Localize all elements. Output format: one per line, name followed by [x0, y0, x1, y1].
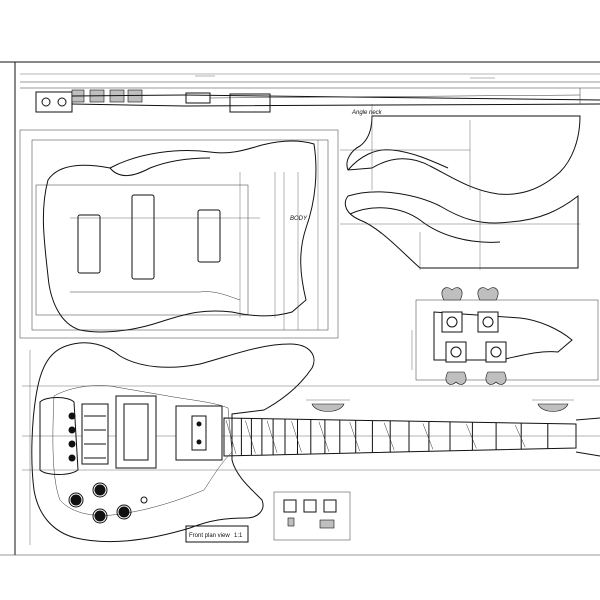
- body-template-view: BODY: [19, 129, 339, 339]
- title-heading: Front plan view: [189, 533, 230, 539]
- tuner-2: [477, 287, 499, 333]
- bridge-pickup-surround: [115, 395, 157, 469]
- neck-side-view: Angle neck: [20, 73, 600, 116]
- body-side-profiles: [340, 104, 581, 270]
- fret-marker-14: [291, 421, 302, 453]
- tuner-3: [445, 341, 467, 385]
- bridge-pickup: [123, 403, 149, 461]
- fret-marker-10: [349, 422, 360, 452]
- fret-marker-16: [266, 420, 278, 453]
- fret-marker-12: [318, 421, 330, 452]
- tuner-4: [485, 341, 507, 385]
- pickguard: [52, 385, 233, 516]
- drawing-frame: [0, 61, 600, 556]
- fret-marker-6: [422, 423, 434, 450]
- neck-cross-sections: [306, 399, 574, 412]
- fretboard: [22, 417, 600, 457]
- control-knobs: [68, 482, 148, 524]
- neck-label: Angle neck: [351, 110, 383, 116]
- bridge-assembly: [39, 397, 109, 475]
- body-label: BODY: [290, 216, 308, 222]
- neck-pickup: [191, 415, 207, 451]
- tuner-1: [441, 287, 463, 333]
- guitar-front-view: [22, 342, 600, 545]
- fret-marker-4: [466, 424, 477, 449]
- fret-marker-18: [245, 420, 256, 454]
- headstock-tuner-view: [411, 287, 599, 385]
- body-outline: [31, 342, 315, 543]
- title-block: Front plan view 1:1: [185, 491, 351, 543]
- fret-marker-8: [383, 422, 395, 451]
- title-scale: 1:1: [234, 533, 243, 539]
- fret-marker-20: [225, 420, 237, 454]
